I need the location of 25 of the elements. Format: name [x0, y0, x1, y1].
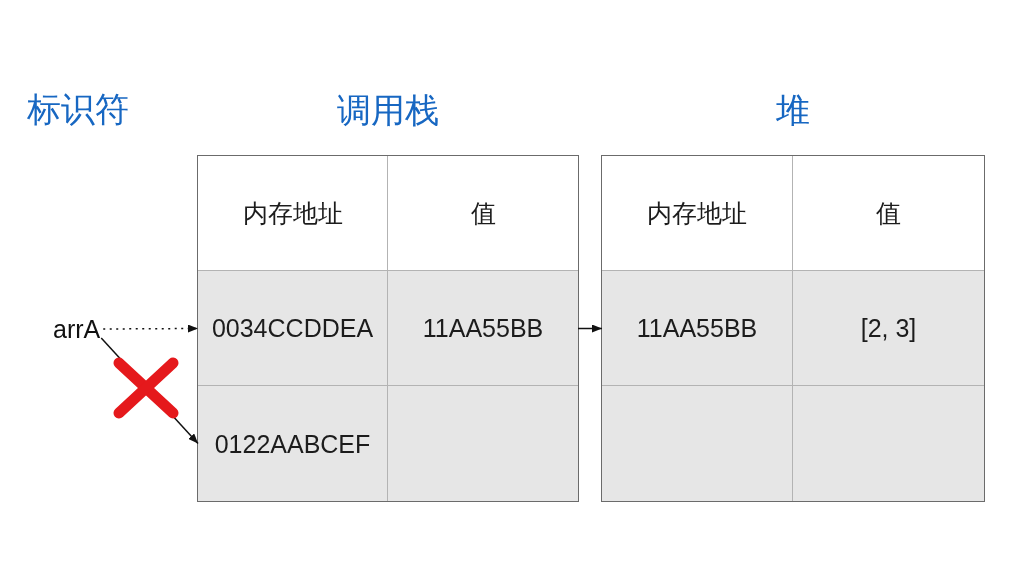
table-cell: [602, 271, 793, 386]
table-cell: [198, 156, 388, 271]
column-header: 值: [470, 198, 496, 228]
table-cell: [198, 386, 388, 501]
table-cell: [602, 156, 793, 271]
arrow: [577, 324, 603, 333]
dotted-arrow: [102, 324, 199, 333]
table-cell: [602, 386, 793, 501]
cell-text: 11AA55BB: [636, 313, 758, 343]
column-heading: 标识符: [27, 89, 129, 129]
cell-text: [2, 3]: [860, 313, 917, 343]
table-cell: [793, 271, 984, 386]
column-header: 内存地址: [647, 198, 747, 228]
table-heading: 调用栈: [337, 90, 439, 130]
cell-text: 11AA55BB: [422, 313, 544, 343]
variable-name: arrA: [53, 314, 101, 344]
table-cell: [388, 386, 578, 501]
cell-text: 0034CCDDEA: [211, 313, 374, 343]
column-header: 值: [876, 198, 901, 228]
cell-text: 0122AABCEF: [214, 428, 371, 459]
table-heading: 堆: [776, 90, 810, 130]
table-cell: [388, 271, 578, 386]
column-header: 内存地址: [242, 198, 343, 228]
table-cell: [198, 271, 388, 386]
table-cell: [793, 386, 984, 501]
